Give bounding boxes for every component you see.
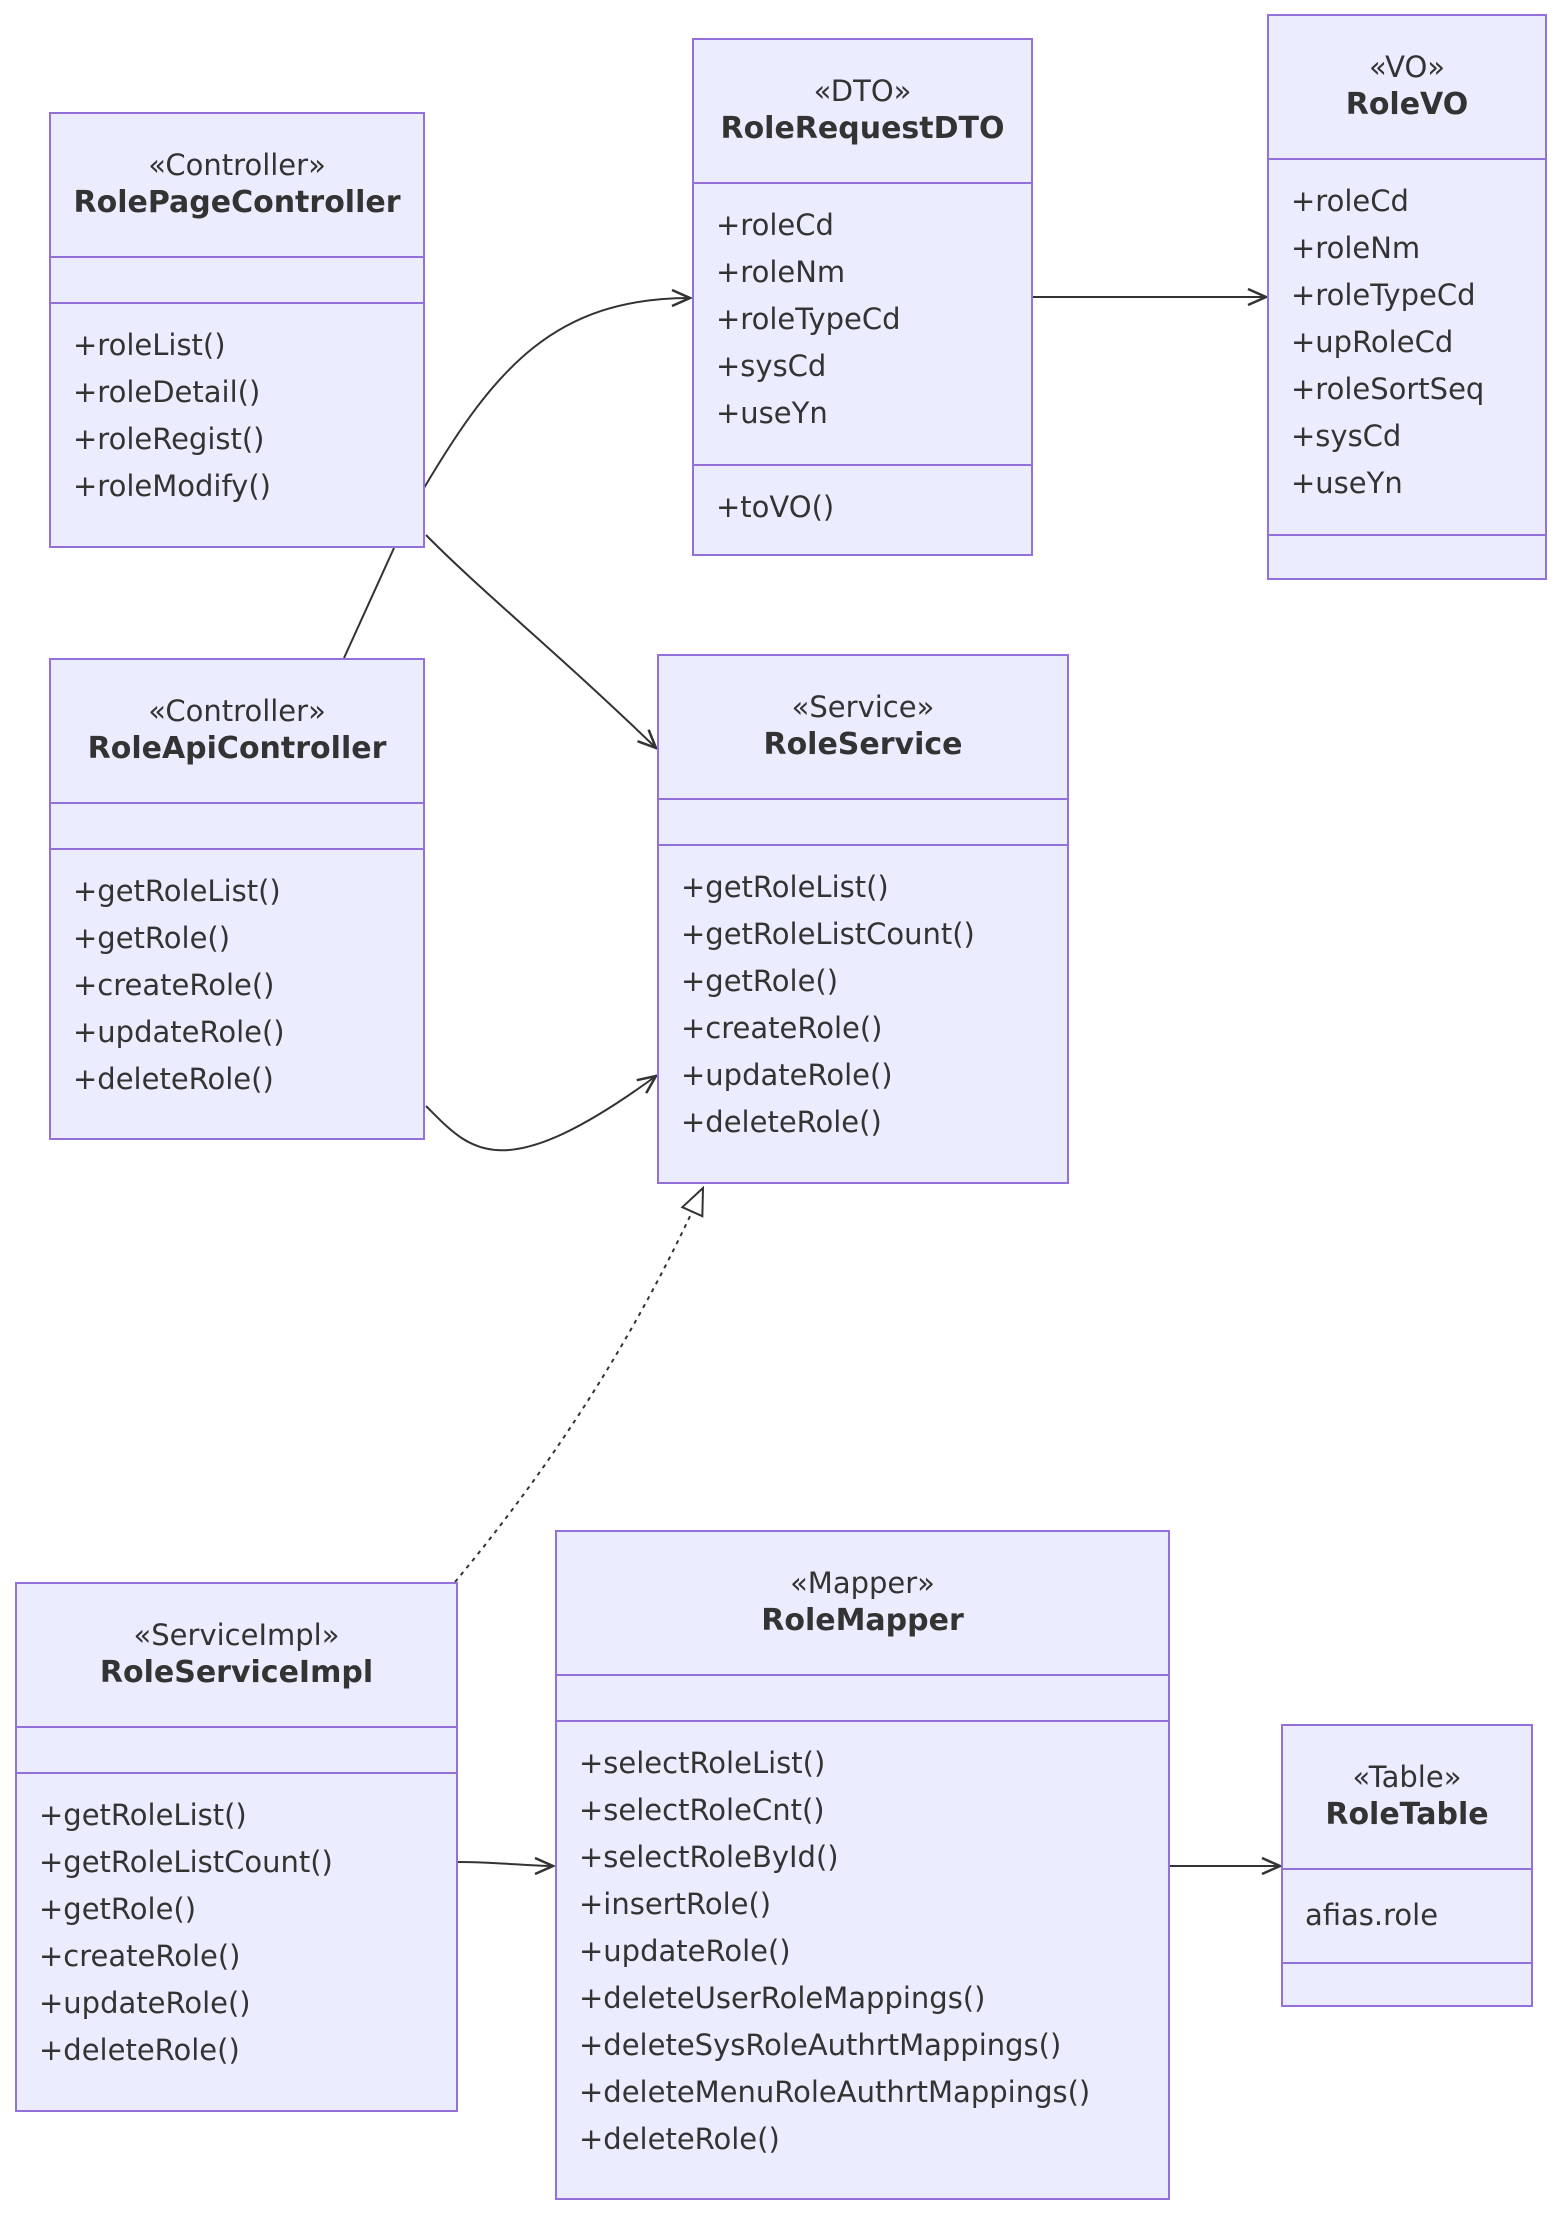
edge-roleapicontroller-roleservice bbox=[425, 1076, 656, 1152]
class-name: RoleApiController bbox=[87, 730, 387, 766]
edge-roleserviceimpl-rolemapper bbox=[457, 1862, 553, 1866]
class-method: +updateRole() bbox=[681, 1058, 893, 1092]
class-stereotype: «VO» bbox=[1368, 50, 1446, 85]
class-stereotype: «Service» bbox=[791, 690, 935, 725]
class-method: +getRoleList() bbox=[73, 874, 281, 908]
class-method: +roleDetail() bbox=[73, 375, 261, 409]
class-method: +updateRole() bbox=[579, 1934, 791, 1968]
class-name: RoleService bbox=[763, 726, 963, 762]
class-attributes: +roleCd +roleNm +roleTypeCd +sysCd +useY… bbox=[694, 182, 1031, 464]
class-attribute: +roleNm bbox=[716, 255, 846, 289]
class-method: +deleteMenuRoleAuthrtMappings() bbox=[579, 2075, 1091, 2109]
class-header: «Controller» RolePageController bbox=[51, 114, 423, 256]
class-stereotype: «Table» bbox=[1352, 1760, 1462, 1795]
class-attributes bbox=[17, 1726, 456, 1772]
class-attributes bbox=[557, 1674, 1168, 1720]
class-roleapicontroller[interactable]: «Controller» RoleApiController +getRoleL… bbox=[49, 658, 425, 1140]
class-header: «Table» RoleTable bbox=[1283, 1726, 1531, 1868]
class-method: +selectRoleList() bbox=[579, 1746, 826, 1780]
class-attribute: +upRoleCd bbox=[1291, 325, 1454, 359]
class-header: «VO» RoleVO bbox=[1269, 16, 1545, 158]
class-attributes bbox=[51, 802, 423, 848]
class-method: +roleModify() bbox=[73, 469, 271, 503]
class-attribute: +sysCd bbox=[1291, 419, 1402, 453]
class-attribute: +roleTypeCd bbox=[1291, 278, 1476, 312]
class-header: «Controller» RoleApiController bbox=[51, 660, 423, 802]
edge-roleserviceimpl-roleservice bbox=[454, 1188, 703, 1583]
class-header: «ServiceImpl» RoleServiceImpl bbox=[17, 1584, 456, 1726]
class-header: «Mapper» RoleMapper bbox=[557, 1532, 1168, 1674]
class-header: «Service» RoleService bbox=[659, 656, 1067, 798]
class-methods: +getRoleList() +getRole() +createRole() … bbox=[51, 848, 423, 1103]
class-method: +deleteRole() bbox=[579, 2122, 780, 2156]
class-name: RoleVO bbox=[1345, 86, 1469, 122]
class-method: +getRoleList() bbox=[39, 1798, 247, 1832]
class-attribute: +roleTypeCd bbox=[716, 302, 901, 336]
class-name: RoleMapper bbox=[761, 1602, 964, 1638]
class-attribute: +useYn bbox=[716, 396, 828, 430]
class-attribute: +roleCd bbox=[1291, 184, 1409, 218]
class-methods: +roleList() +roleDetail() +roleRegist() … bbox=[51, 302, 423, 510]
class-attribute: afias.role bbox=[1305, 1898, 1439, 1932]
edge-rolepagecontroller-roleapicontroller bbox=[343, 547, 395, 659]
class-rolevo[interactable]: «VO» RoleVO +roleCd +roleNm +roleTypeCd … bbox=[1267, 14, 1547, 580]
class-method: +getRole() bbox=[73, 921, 231, 955]
class-method: +insertRole() bbox=[579, 1887, 772, 1921]
class-method: +getRole() bbox=[39, 1892, 197, 1926]
class-name: RoleTable bbox=[1325, 1796, 1489, 1832]
class-method: +deleteRole() bbox=[39, 2033, 240, 2067]
class-stereotype: «Controller» bbox=[148, 148, 326, 183]
class-method: +deleteRole() bbox=[681, 1105, 882, 1139]
class-methods: +getRoleList() +getRoleListCount() +getR… bbox=[659, 844, 1067, 1146]
class-methods bbox=[1283, 1962, 1531, 1964]
class-attribute: +sysCd bbox=[716, 349, 827, 383]
class-stereotype: «ServiceImpl» bbox=[133, 1618, 340, 1653]
class-method: +createRole() bbox=[39, 1939, 241, 1973]
class-method: +getRole() bbox=[681, 964, 839, 998]
class-method: +deleteRole() bbox=[73, 1062, 274, 1096]
class-name: RoleRequestDTO bbox=[720, 110, 1005, 146]
class-method: +updateRole() bbox=[39, 1986, 251, 2020]
edge-rolepagecontroller-rolerequestdto bbox=[423, 298, 690, 489]
class-methods: +toVO() bbox=[694, 464, 1031, 531]
class-attribute: +useYn bbox=[1291, 466, 1403, 500]
class-stereotype: «Controller» bbox=[148, 694, 326, 729]
class-attributes bbox=[659, 798, 1067, 844]
class-attribute: +roleCd bbox=[716, 208, 834, 242]
class-attributes: afias.role bbox=[1283, 1868, 1531, 1962]
class-method: +deleteUserRoleMappings() bbox=[579, 1981, 986, 2015]
class-rolepagecontroller[interactable]: «Controller» RolePageController +roleLis… bbox=[49, 112, 425, 548]
class-roleservice[interactable]: «Service» RoleService +getRoleList() +ge… bbox=[657, 654, 1069, 1184]
class-name: RolePageController bbox=[73, 184, 401, 220]
class-attributes bbox=[51, 256, 423, 302]
class-stereotype: «Mapper» bbox=[790, 1566, 935, 1601]
class-method: +getRoleList() bbox=[681, 870, 889, 904]
class-header: «DTO» RoleRequestDTO bbox=[694, 40, 1031, 182]
class-attribute: +roleSortSeq bbox=[1291, 372, 1485, 406]
class-method: +roleRegist() bbox=[73, 422, 265, 456]
class-method: +getRoleListCount() bbox=[681, 917, 975, 951]
class-rolemapper[interactable]: «Mapper» RoleMapper +selectRoleList() +s… bbox=[555, 1530, 1170, 2200]
class-stereotype: «DTO» bbox=[813, 74, 912, 109]
class-method: +selectRoleCnt() bbox=[579, 1793, 825, 1827]
class-method: +createRole() bbox=[681, 1011, 883, 1045]
class-name: RoleServiceImpl bbox=[99, 1654, 374, 1690]
class-methods: +getRoleList() +getRoleListCount() +getR… bbox=[17, 1772, 456, 2074]
edge-rolepagecontroller-roleservice bbox=[425, 534, 656, 748]
class-methods bbox=[1269, 534, 1545, 536]
class-methods: +selectRoleList() +selectRoleCnt() +sele… bbox=[557, 1720, 1168, 2163]
class-roletable[interactable]: «Table» RoleTable afias.role bbox=[1281, 1724, 1533, 2007]
class-method: +roleList() bbox=[73, 328, 226, 362]
class-method: +updateRole() bbox=[73, 1015, 285, 1049]
class-method: +getRoleListCount() bbox=[39, 1845, 333, 1879]
class-method: +deleteSysRoleAuthrtMappings() bbox=[579, 2028, 1062, 2062]
class-rolerequestdto[interactable]: «DTO» RoleRequestDTO +roleCd +roleNm +ro… bbox=[692, 38, 1033, 556]
class-attribute: +roleNm bbox=[1291, 231, 1421, 265]
class-method: +selectRoleById() bbox=[579, 1840, 839, 1874]
class-method: +toVO() bbox=[716, 490, 835, 524]
class-method: +createRole() bbox=[73, 968, 275, 1002]
class-roleserviceimpl[interactable]: «ServiceImpl» RoleServiceImpl +getRoleLi… bbox=[15, 1582, 458, 2112]
class-attributes: +roleCd +roleNm +roleTypeCd +upRoleCd +r… bbox=[1269, 158, 1545, 534]
